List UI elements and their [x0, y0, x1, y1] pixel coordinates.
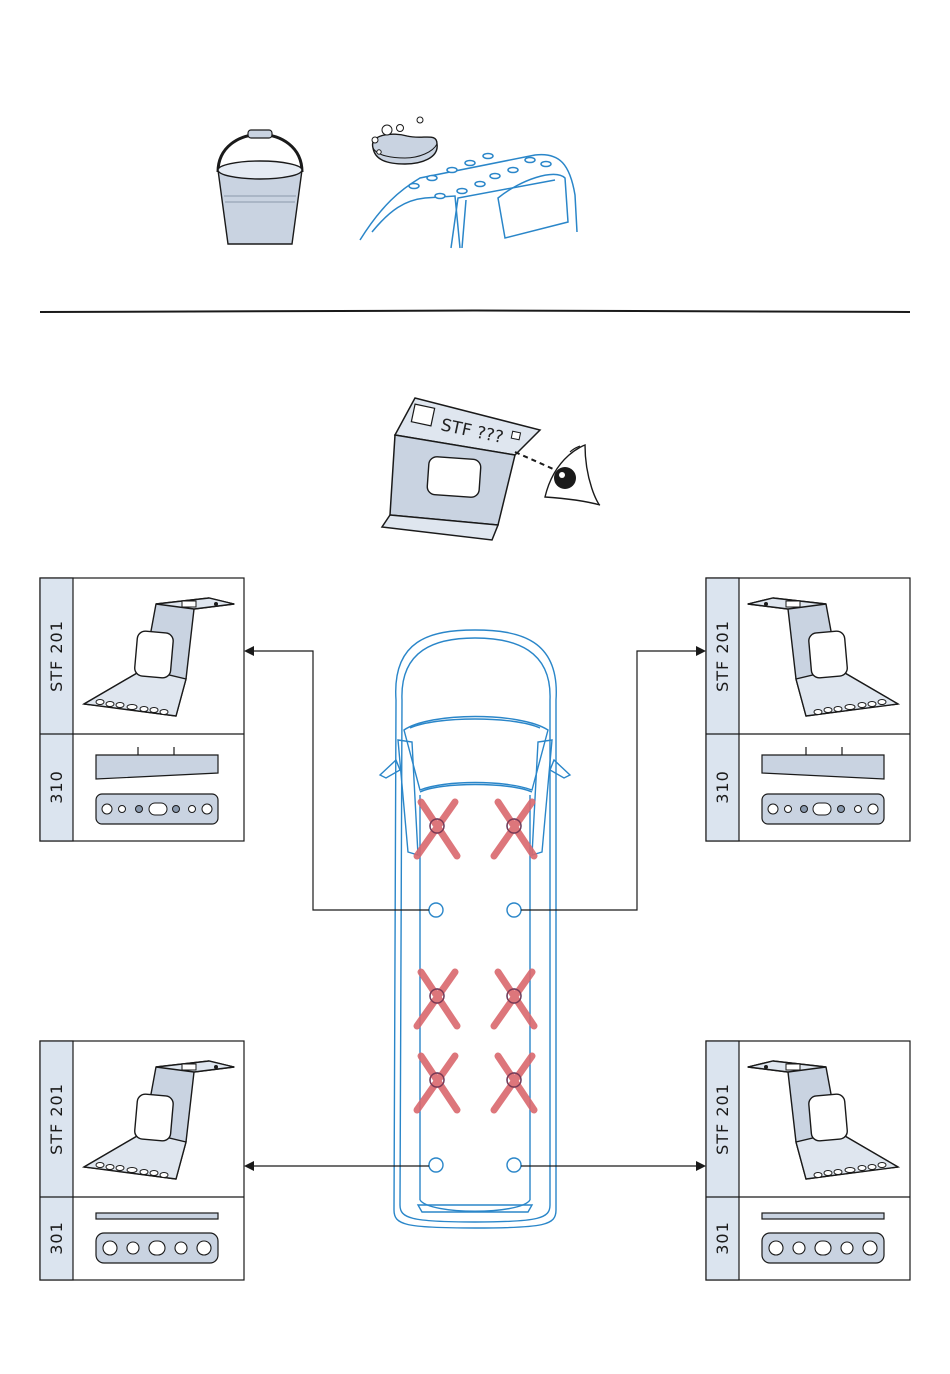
- leader-lines: [252, 651, 697, 1166]
- roof-icon: [360, 154, 577, 249]
- sponge-icon: [372, 117, 437, 164]
- forbidden-marks: [417, 802, 534, 1110]
- cross-icon: [494, 1056, 534, 1110]
- cross-icon: [417, 802, 457, 856]
- panel-bottom-right: STF 201 301: [706, 1041, 910, 1280]
- sightline: [515, 452, 560, 472]
- panel-top-right: STF 201 310: [706, 578, 910, 841]
- adapter-label: 301: [47, 1221, 66, 1255]
- vehicle-top-view: [380, 630, 570, 1228]
- cross-icon: [417, 972, 457, 1026]
- bracket-label: STF 201: [47, 620, 66, 692]
- mount-points: [429, 903, 521, 1172]
- bracket-label: STF 201: [713, 1083, 732, 1155]
- cross-icon: [417, 1056, 457, 1110]
- inspect-plate: STF ???: [382, 398, 540, 540]
- panel-top-left: STF 201 310: [40, 578, 244, 841]
- cross-icon: [494, 972, 534, 1026]
- adapter-label: 301: [713, 1221, 732, 1255]
- adapter-label: 310: [47, 770, 66, 804]
- bracket-label: STF 201: [47, 1083, 66, 1155]
- eye-icon: [545, 445, 600, 505]
- cross-icon: [494, 802, 534, 856]
- section-divider: [40, 311, 910, 313]
- bucket-icon: [218, 130, 302, 244]
- adapter-label: 310: [713, 770, 732, 804]
- bracket-label: STF 201: [713, 620, 732, 692]
- panel-bottom-left: STF 201 301: [40, 1041, 244, 1280]
